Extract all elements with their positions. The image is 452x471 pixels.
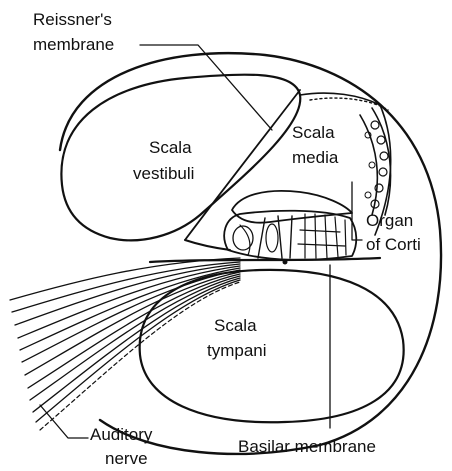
reissners-leader-line [140,45,272,130]
auditory-nerve-label-line2: nerve [105,449,148,468]
reissners-membrane-label-line1: Reissner's [33,10,112,29]
basilar-membrane-label: Basilar membrane [238,437,376,456]
reissners-membrane [185,90,300,240]
scala-media-label-line2: media [292,148,339,167]
scala-vestibuli-chamber [61,75,300,241]
spiral-limbus [185,240,230,250]
organ-of-corti-label-line2: of Corti [366,235,421,254]
auditory-nerve-label-line1: Auditory [90,425,153,444]
basilar-membrane-point [283,260,288,265]
auditory-nerve-leader-line [40,405,88,438]
organ-of-corti-structure [224,191,356,260]
organ-of-corti-leader-line [352,182,362,240]
organ-of-corti-label-line1: Organ [366,211,413,230]
scala-vestibuli-label-line1: Scala [149,138,192,157]
scala-tympani-label-line2: tympani [207,341,267,360]
scala-media-label-line1: Scala [292,123,335,142]
auditory-nerve-fibres [10,258,240,430]
reissners-membrane-label-line2: membrane [33,35,114,54]
scala-vestibuli-label-line2: vestibuli [133,164,194,183]
scala-tympani-chamber [140,270,404,422]
scala-tympani-label-line1: Scala [214,316,257,335]
